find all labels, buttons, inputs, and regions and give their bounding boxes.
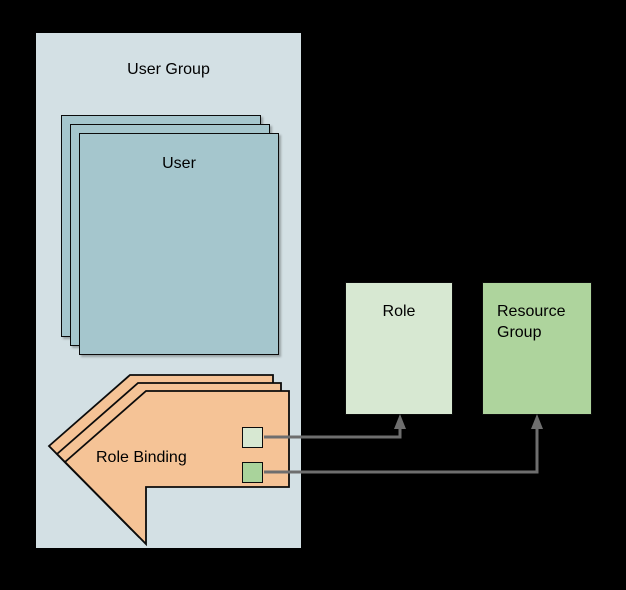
user-group-title: User Group	[127, 61, 210, 78]
arrowhead-role	[394, 414, 406, 429]
role-binding-shape-front[interactable]	[63, 390, 290, 547]
role-box-label: Role	[382, 303, 416, 320]
role-port-square[interactable]	[242, 427, 263, 448]
role-binding-label: Role Binding	[96, 449, 187, 466]
resource-group-port-square[interactable]	[242, 462, 263, 483]
resource-group-box-label: Resource Group	[497, 303, 566, 341]
resource-group-box[interactable]: Resource Group	[482, 282, 592, 415]
role-box[interactable]: Role	[345, 282, 453, 415]
user-card-front[interactable]: User	[79, 133, 279, 355]
connector-role-binding-to-resource-group	[264, 425, 539, 474]
role-binding-arrow-path	[63, 390, 290, 547]
arrowhead-resource-group	[531, 414, 543, 429]
user-card-label: User	[162, 155, 196, 172]
